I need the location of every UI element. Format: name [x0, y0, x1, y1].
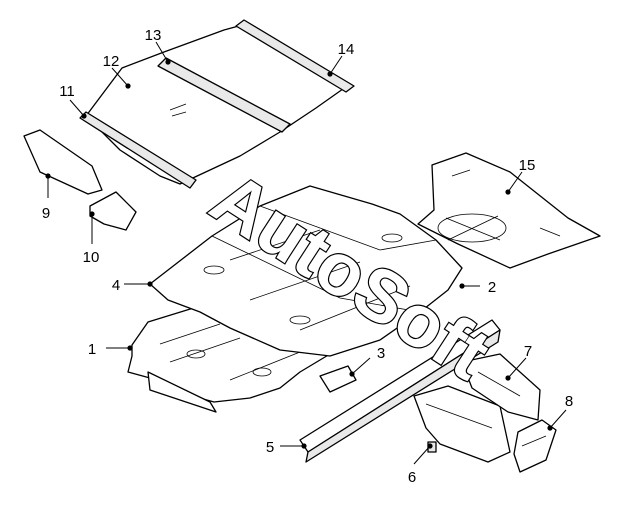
callout-label-13: 13: [145, 27, 162, 44]
callout-labels: 1 2 3 4 5 6 7 8 9 10 11 12 13 14 15: [42, 27, 573, 486]
part-13-roof-bow: [157, 57, 291, 133]
part-7-reinforcement: [461, 353, 541, 421]
callout-label-4: 4: [112, 277, 120, 294]
callout-label-15: 15: [519, 157, 536, 174]
callout-label-14: 14: [338, 41, 355, 58]
callout-label-5: 5: [266, 439, 274, 456]
part-9-sun-visor: [23, 129, 103, 195]
callout-label-3: 3: [377, 345, 385, 362]
part-10-visor-bracket: [89, 191, 137, 231]
callout-label-11: 11: [59, 83, 75, 100]
part-3-bracket: [319, 365, 357, 393]
callout-label-8: 8: [565, 393, 573, 410]
callout-label-7: 7: [524, 343, 532, 360]
part-12-roof-panel: [85, 23, 351, 185]
callout-label-12: 12: [103, 53, 120, 70]
callout-label-10: 10: [83, 249, 100, 266]
part-8-bracket: [513, 419, 557, 473]
callout-label-1: 1: [88, 341, 96, 358]
part-14-rear-roof-rail: [235, 19, 355, 93]
callout-label-9: 9: [42, 205, 50, 222]
callout-label-6: 6: [408, 469, 416, 486]
part-5-side-sill: [299, 319, 501, 463]
callout-leaders: [45, 41, 567, 465]
part-4-front-floor-panel: [149, 185, 463, 357]
part-15-rear-floor-panel: [417, 152, 601, 269]
callout-label-2: 2: [488, 279, 496, 296]
